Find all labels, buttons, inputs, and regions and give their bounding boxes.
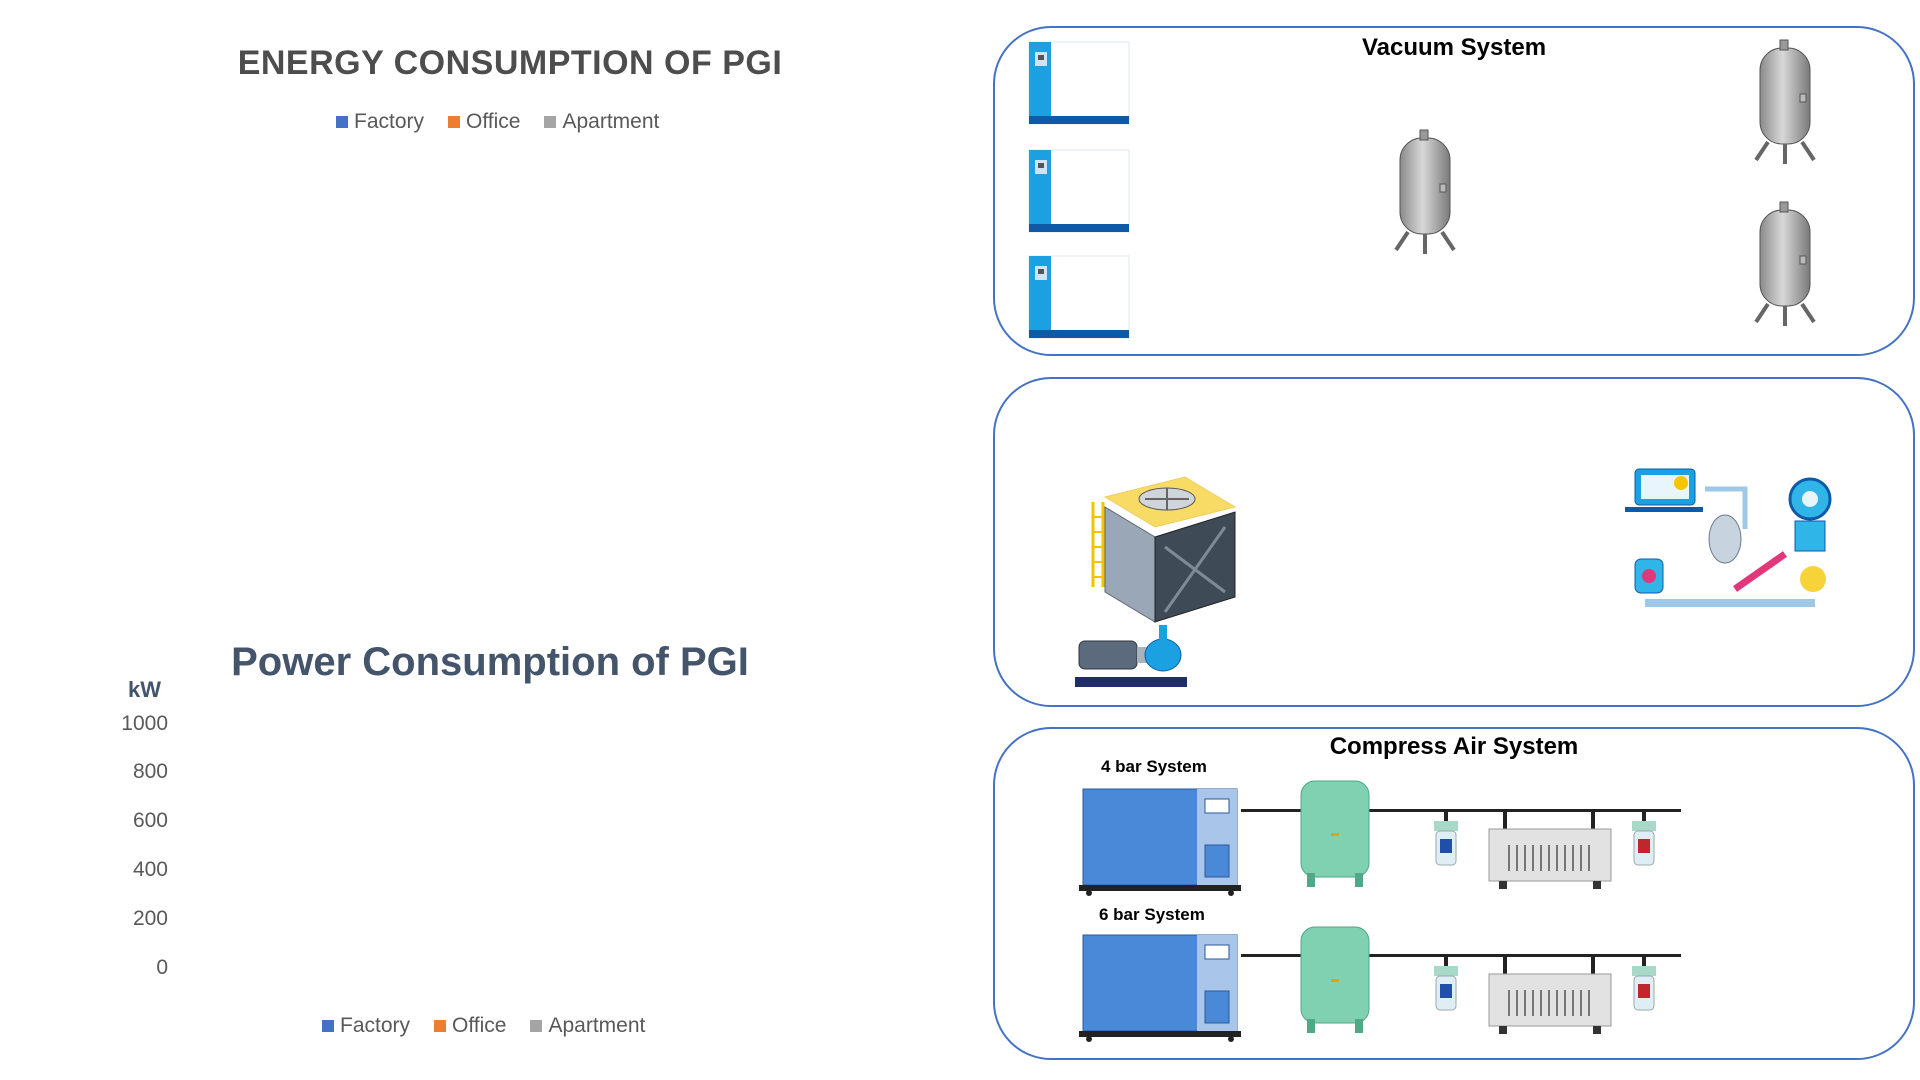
y-tick: 1000 — [121, 712, 168, 735]
air-receiver-tank-icon — [1754, 39, 1816, 164]
power-chart-yaxis: 1000 800 600 400 200 0 — [88, 712, 168, 982]
green-air-tank-icon — [1300, 780, 1370, 887]
vacuum-system-panel: Vacuum System — [993, 26, 1915, 356]
air-receiver-tank-icon — [1754, 201, 1816, 326]
y-tick: 800 — [132, 760, 168, 783]
system-label-4-bar: 4 bar System — [1101, 757, 1207, 776]
power-chart-title: Power Consumption of PGI — [231, 640, 749, 684]
filter-red-icon — [1632, 954, 1656, 1011]
legend-swatch-apartment — [544, 116, 557, 128]
filter-red-icon — [1632, 809, 1656, 866]
legend-item-factory: Factory — [322, 1014, 410, 1038]
y-tick: 200 — [132, 907, 168, 930]
legend-swatch-factory — [336, 116, 348, 128]
vacuum-pump-icon — [1028, 149, 1130, 233]
compressed-air-panel: Compress Air System 4 bar System 6 — [993, 727, 1915, 1060]
industrial-process-icon — [1625, 468, 1832, 607]
compressed-air-title: Compress Air System — [1329, 733, 1579, 760]
y-tick: 600 — [132, 809, 168, 832]
legend-swatch-office — [448, 116, 461, 128]
legend-label-apartment: Apartment — [548, 1014, 646, 1037]
legend-item-factory: Factory — [336, 110, 424, 134]
legend-label-factory: Factory — [340, 1014, 411, 1037]
air-line — [1241, 809, 1681, 812]
water-pump-icon — [1075, 625, 1187, 687]
legend-label-apartment: Apartment — [562, 110, 660, 133]
vacuum-system-title: Vacuum System — [1361, 34, 1547, 61]
legend-swatch-office — [434, 1020, 447, 1032]
filter-blue-icon — [1434, 809, 1458, 866]
power-chart-legend: Factory Office Apartment — [322, 1014, 645, 1038]
energy-chart-legend: Factory Office Apartment — [336, 110, 659, 134]
y-tick: 0 — [156, 956, 168, 979]
filter-blue-icon — [1434, 954, 1458, 1011]
air-receiver-tank-icon — [1394, 129, 1456, 254]
legend-label-office: Office — [452, 1014, 507, 1037]
air-compressor-icon — [1079, 788, 1241, 896]
green-air-tank-icon — [1300, 926, 1370, 1033]
power-chart-ylabel: kW — [128, 677, 161, 702]
legend-swatch-apartment — [530, 1020, 543, 1032]
air-compressor-icon — [1079, 934, 1241, 1042]
energy-chart-title: ENERGY CONSUMPTION OF PGI — [237, 44, 783, 82]
legend-label-office: Office — [466, 110, 521, 133]
legend-item-office: Office — [434, 1014, 506, 1038]
cooling-tower-icon — [1091, 476, 1237, 623]
legend-item-office: Office — [448, 110, 520, 134]
air-dryer-icon — [1488, 954, 1612, 1034]
air-dryer-icon — [1488, 809, 1612, 889]
system-label-6-bar: 6 bar System — [1099, 905, 1205, 924]
legend-item-apartment: Apartment — [544, 110, 659, 134]
legend-swatch-factory — [322, 1020, 334, 1032]
legend-item-apartment: Apartment — [530, 1014, 645, 1038]
vacuum-pump-icon — [1028, 255, 1130, 339]
air-line — [1241, 954, 1681, 957]
vacuum-pump-icon — [1028, 41, 1130, 125]
cooling-system-panel — [993, 377, 1915, 707]
legend-label-factory: Factory — [354, 110, 425, 133]
y-tick: 400 — [132, 858, 168, 881]
